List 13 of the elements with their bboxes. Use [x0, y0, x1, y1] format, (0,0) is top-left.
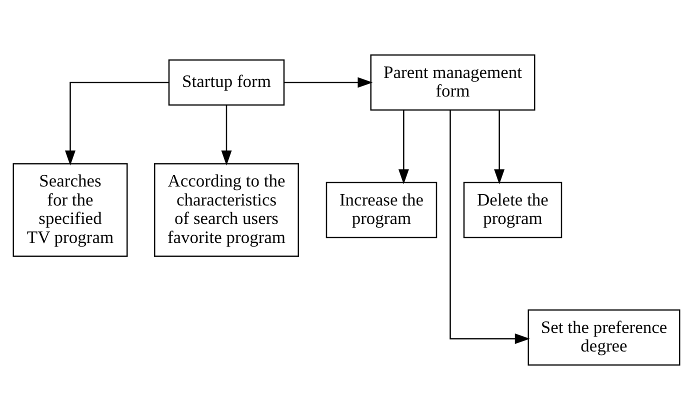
node-box: According to the characteristics of search users favorite program	[154, 162, 299, 256]
node-box: Startup form	[168, 58, 285, 106]
arrow	[221, 104, 232, 166]
node-box: Increase the program	[326, 181, 438, 238]
arrow	[65, 81, 169, 165]
node-box: Parent management form	[370, 54, 536, 110]
arrow	[398, 110, 409, 184]
node-box: Searches for the specified TV program	[12, 162, 128, 256]
arrow	[284, 76, 373, 88]
node-box: Delete the program	[463, 181, 562, 238]
arrow	[450, 110, 530, 344]
node-box: Set the preference degree	[528, 308, 680, 366]
arrow	[494, 110, 505, 184]
